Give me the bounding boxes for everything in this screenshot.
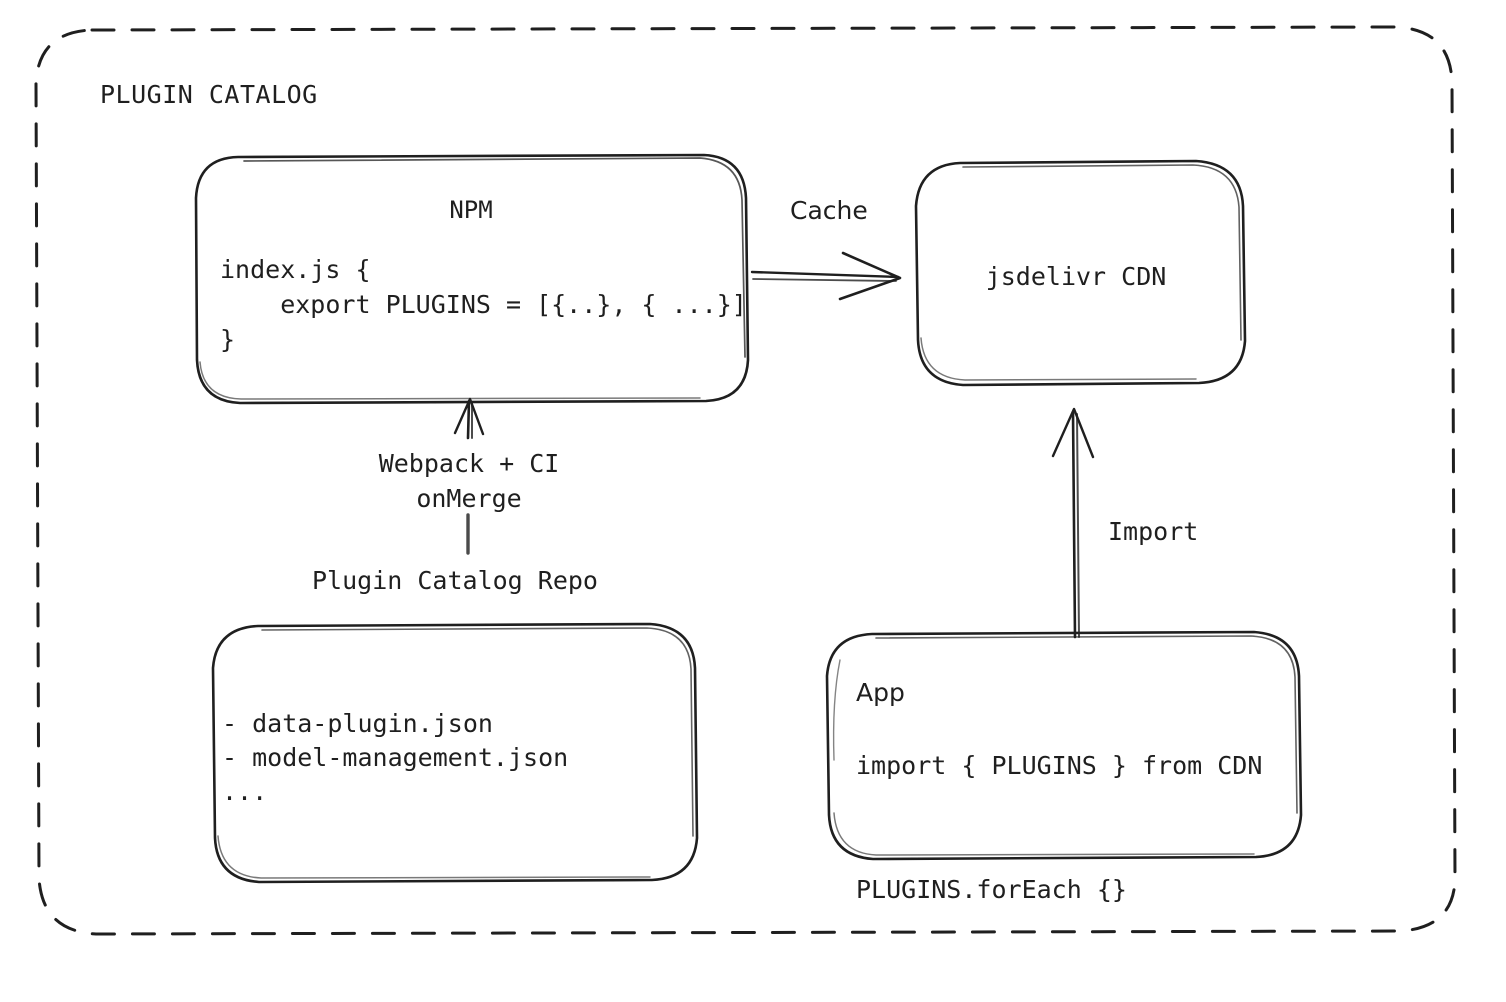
npm-node-title: NPM	[449, 196, 493, 224]
app-code-block: import { PLUGINS } from CDN PLUGINS.forE…	[856, 751, 1263, 904]
repo-node-title: Plugin Catalog Repo	[312, 566, 598, 595]
cdn-node-label: jsdelivr CDN	[985, 262, 1167, 291]
build-edge-label: Webpack + CI onMerge	[378, 449, 560, 513]
import-edge-label: Import	[1108, 517, 1199, 546]
group-title: PLUGIN CATALOG	[100, 80, 318, 109]
cache-edge-label: Cache	[790, 196, 868, 225]
app-node-title: App	[856, 678, 905, 707]
repo-file-list: - data-plugin.json - model-management.js…	[222, 709, 569, 806]
cache-arrow	[750, 251, 902, 301]
npm-code-block: index.js { export PLUGINS = [{..}, { ...…	[220, 255, 747, 354]
import-arrow	[1051, 407, 1095, 639]
